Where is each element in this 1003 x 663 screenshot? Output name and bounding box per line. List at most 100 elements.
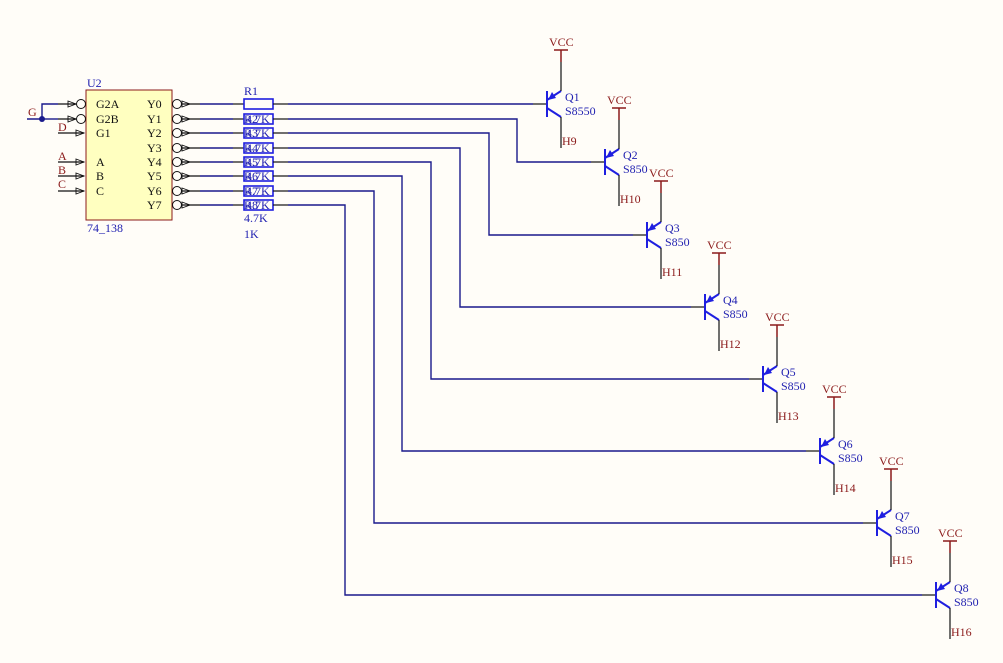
vcc-label: VCC — [549, 35, 574, 49]
inversion-bubble-icon — [172, 200, 182, 210]
collector-lead — [604, 165, 620, 176]
collector-lead — [935, 598, 951, 609]
output-pin-y6[interactable]: Y6 — [147, 184, 233, 198]
collector-net-label: H14 — [835, 481, 856, 495]
resistor-designator: R4 — [244, 141, 258, 155]
output-pin-y4[interactable]: Y4 — [147, 155, 233, 169]
emitter-arrow-icon — [764, 367, 772, 375]
collector-lead — [819, 454, 835, 465]
inversion-bubble-icon — [76, 99, 86, 109]
transistor-part: S850 — [895, 523, 920, 537]
base-wire-q8[interactable] — [288, 204, 922, 596]
emitter-arrow-icon — [706, 295, 714, 303]
base-wire-q7[interactable] — [288, 190, 863, 524]
collector-lead — [762, 382, 778, 393]
output-pin-y7[interactable]: Y7 — [147, 198, 233, 212]
base-wires — [288, 103, 922, 596]
resistor-r6[interactable]: R64.7K — [233, 169, 288, 198]
pin-arrow-icon — [75, 158, 86, 166]
net-g-wire — [27, 103, 58, 120]
transistor-designator: Q7 — [895, 509, 910, 523]
transistor-designator: Q1 — [565, 90, 580, 104]
base-wire-q4[interactable] — [288, 147, 691, 308]
net-label-b: B — [58, 163, 66, 177]
base-wire-q5[interactable] — [288, 161, 749, 380]
net-label-a: A — [58, 149, 67, 163]
output-pin-label: Y2 — [147, 126, 162, 140]
pin-arrow-icon — [75, 172, 86, 180]
resistor-r8[interactable]: R8 — [233, 198, 288, 212]
base-wire-q3[interactable] — [288, 132, 633, 236]
collector-lead — [876, 526, 892, 537]
output-pin-y5[interactable]: Y5 — [147, 169, 233, 183]
emitter-arrow-icon — [937, 583, 945, 591]
collector-net-label: H12 — [720, 337, 741, 351]
resistor-r4[interactable]: R44.7K — [233, 141, 288, 169]
vcc-label: VCC — [938, 526, 963, 540]
net-g[interactable]: G — [27, 103, 58, 122]
resistor-r2[interactable]: R24.7K — [233, 112, 288, 140]
emitter-arrow-icon — [648, 223, 656, 231]
vcc-label: VCC — [879, 454, 904, 468]
resistor-r1[interactable]: R1 4.7K — [233, 84, 288, 126]
input-pin-g2a[interactable]: G2A — [58, 97, 120, 111]
resistor-value: 1K — [244, 227, 259, 241]
emitter-arrow-icon — [548, 92, 556, 100]
input-pin-b[interactable]: B — [58, 169, 104, 183]
input-pin-label: G2A — [96, 97, 120, 111]
output-pin-y3[interactable]: Y3 — [147, 141, 233, 155]
transistor-part: S850 — [665, 235, 690, 249]
resistor-r7[interactable]: R74.7K — [233, 184, 288, 212]
vcc-label: VCC — [649, 166, 674, 180]
resistor-value: 4.7K — [246, 126, 270, 140]
resistor-r5[interactable]: R54.7K — [233, 155, 288, 183]
transistor-part: S850 — [623, 162, 648, 176]
vcc-label: VCC — [607, 93, 632, 107]
transistor-part: S850 — [723, 307, 748, 321]
inversion-bubble-icon — [172, 114, 182, 124]
resistor-value: 4.7K — [246, 112, 270, 126]
input-pin-label: A — [96, 155, 105, 169]
base-wire-q6[interactable] — [288, 175, 806, 452]
input-pin-label: C — [96, 184, 104, 198]
resistor-value: 4.7K — [244, 211, 268, 225]
decoder-body — [85, 89, 173, 221]
input-pin-label: G2B — [96, 112, 119, 126]
resistor-r3[interactable]: R34.7K — [233, 126, 288, 155]
input-pin-c[interactable]: C — [58, 184, 104, 198]
resistor-designator: R8 — [244, 198, 258, 212]
output-pin-label: Y0 — [147, 97, 162, 111]
input-pin-g2b[interactable]: G2B — [58, 112, 119, 126]
input-pin-g1[interactable]: G1 — [58, 126, 111, 140]
transistor-part: S850 — [838, 451, 863, 465]
resistor-designator: R3 — [244, 126, 258, 140]
output-pin-y0[interactable]: Y0 — [147, 97, 233, 111]
vcc-label: VCC — [765, 310, 790, 324]
collector-lead — [546, 107, 562, 118]
emitter-arrow-icon — [878, 511, 886, 519]
resistor-designator: R1 — [244, 84, 258, 98]
output-pin-y1[interactable]: Y1 — [147, 112, 233, 126]
inversion-bubble-icon — [172, 171, 182, 181]
emitter-arrow-icon — [821, 439, 829, 447]
base-wire-q2[interactable] — [288, 118, 591, 163]
inversion-bubble-icon — [172, 157, 182, 167]
output-pin-label: Y6 — [147, 184, 162, 198]
output-pin-y2[interactable]: Y2 — [147, 126, 233, 140]
net-label-c: C — [58, 177, 66, 191]
vcc-label: VCC — [707, 238, 732, 252]
input-pin-a[interactable]: A — [58, 155, 105, 169]
pin-arrow-icon — [75, 187, 86, 195]
net-label-g: G — [28, 105, 37, 119]
emitter-arrow-icon — [606, 150, 614, 158]
